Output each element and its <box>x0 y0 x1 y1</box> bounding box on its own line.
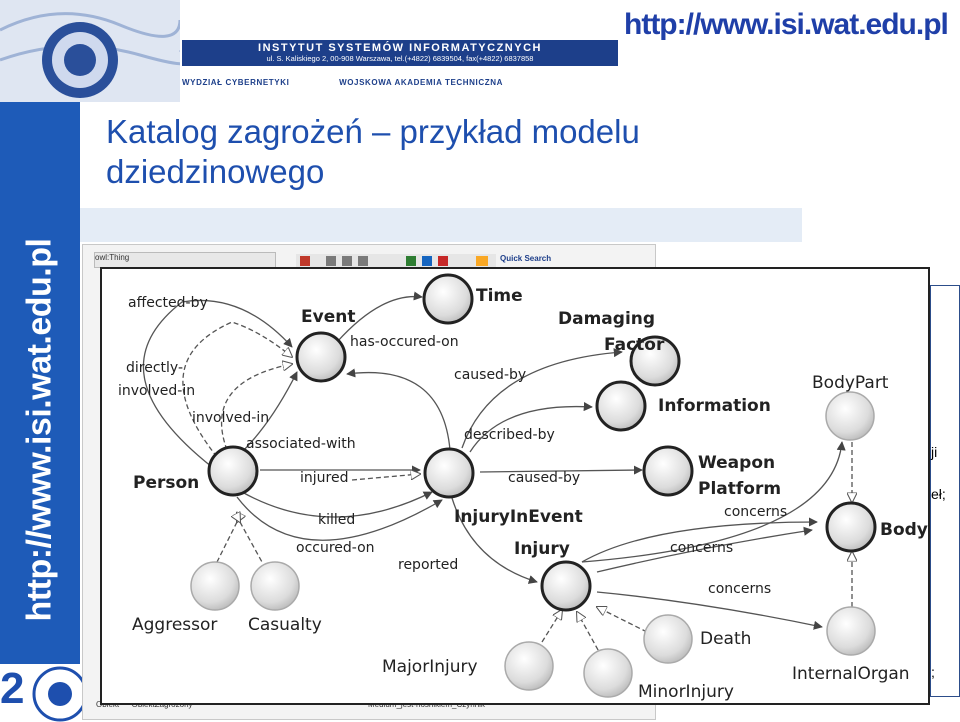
institute-banner: INSTYTUT SYSTEMÓW INFORMATYCZNYCH ul. S.… <box>182 40 618 66</box>
sidebar-url-text: http://www.isi.wat.edu.pl <box>20 238 59 622</box>
edge-occured-on <box>236 496 443 541</box>
diagram-canvas: Time Event Damaging Factor Information P… <box>118 273 928 702</box>
label-weapon: Weapon <box>698 453 775 473</box>
edge-associated-with <box>241 371 298 453</box>
title-line-2: dziedzinowego <box>106 153 325 190</box>
edge-concerns-bodypart <box>581 441 846 563</box>
node-information <box>595 380 647 432</box>
wat-logo-icon <box>0 0 180 102</box>
page-title: Katalog zagrożeń – przykład modelu dzied… <box>106 112 786 192</box>
node-aggressor <box>190 561 240 611</box>
academy-name: WOJSKOWA AKADEMIA TECHNICZNA <box>339 78 503 87</box>
faculty-name: WYDZIAŁ CYBERNETYKI <box>182 78 290 87</box>
edge-label-described-by: described-by <box>464 427 555 443</box>
edge-directly-involved <box>182 321 292 458</box>
edge-label-injured: injured <box>300 470 348 486</box>
title-line-1: Katalog zagrożeń – przykład modelu <box>106 113 640 150</box>
label-damaging: Damaging <box>558 309 655 329</box>
panel-fragment-1: ji <box>931 444 938 460</box>
domain-model-diagram: Time Event Damaging Factor Information P… <box>100 267 930 705</box>
edge-caused-by-2 <box>479 465 643 475</box>
label-event: Event <box>301 307 355 327</box>
edge-label-involved-in-2: involved-in <box>118 383 195 399</box>
edge-involved-in <box>220 364 292 451</box>
edge-injury-event <box>346 368 451 451</box>
owl-thing-node: owl:Thing <box>94 252 276 268</box>
edge-label-occured-on: occured-on <box>296 540 375 556</box>
edge-label-concerns-1: concerns <box>724 504 787 520</box>
edge-label-affected-by: affected-by <box>128 295 208 311</box>
title-underline-bar <box>80 208 802 242</box>
edge-label-concerns-2: concerns <box>670 540 733 556</box>
node-body <box>825 501 877 553</box>
label-casualty: Casualty <box>248 615 322 635</box>
edge-label-directly: directly- <box>126 360 183 376</box>
label-major-injury: MajorInjury <box>382 657 478 677</box>
edge-killed-curve <box>241 491 433 518</box>
header-url-link[interactable]: http://www.isi.wat.edu.pl <box>624 8 949 41</box>
node-damaging-factor <box>629 335 681 387</box>
edge-label-reported: reported <box>398 557 458 573</box>
label-body: Body <box>880 520 928 540</box>
edge-label-caused-by-1: caused-by <box>454 367 526 383</box>
label-information: Information <box>658 396 771 416</box>
label-minor-injury: MinorInjury <box>638 682 734 702</box>
label-aggressor: Aggressor <box>132 615 217 635</box>
node-body-part <box>825 391 875 441</box>
right-text-panel: ji eł; ; <box>930 285 960 697</box>
edge-label-killed: killed <box>318 512 355 528</box>
label-internal-organ: InternalOrgan <box>792 664 910 684</box>
node-injury-in-event <box>423 447 475 499</box>
edge-major <box>541 610 562 643</box>
faculty-line: WYDZIAŁ CYBERNETYKI WOJSKOWA AKADEMIA TE… <box>182 78 622 87</box>
edge-has-occured-on <box>336 291 423 343</box>
edge-casualty <box>240 522 263 563</box>
label-platform: Platform <box>698 479 781 499</box>
label-body-part: BodyPart <box>812 373 889 393</box>
slide-number: 2 <box>0 664 25 713</box>
header-band: INSTYTUT SYSTEMÓW INFORMATYCZNYCH ul. S.… <box>0 0 960 102</box>
node-injury <box>540 560 592 612</box>
node-casualty <box>250 561 300 611</box>
node-person <box>207 445 259 497</box>
label-injury: Injury <box>514 539 570 559</box>
node-major-injury <box>504 641 554 691</box>
node-event <box>295 331 347 383</box>
node-time <box>422 273 474 325</box>
toolbar-icon <box>296 254 496 268</box>
edge-concerns-3 <box>596 591 823 630</box>
label-time: Time <box>476 286 523 306</box>
label-factor: Factor <box>604 335 665 355</box>
edge-concerns-2 <box>596 526 813 573</box>
node-death <box>643 614 693 664</box>
panel-fragment-2: eł; <box>931 486 946 502</box>
edge-label-associated-with: associated-with <box>246 436 356 452</box>
edge-label-involved-in: involved-in <box>192 410 269 426</box>
left-sidebar <box>0 102 80 664</box>
label-person: Person <box>133 473 199 493</box>
edge-affected-by <box>142 299 293 468</box>
edge-described-by <box>469 402 593 453</box>
edge-death <box>597 607 648 633</box>
seal-logo-icon <box>32 666 88 722</box>
edge-label-concerns-3: concerns <box>708 581 771 597</box>
edge-reported <box>451 497 538 584</box>
edge-label-caused-by-2: caused-by <box>508 470 580 486</box>
edge-label-has-occured-on: has-occured-on <box>350 334 459 350</box>
edge-caused-by-1 <box>461 348 623 449</box>
institute-name: INSTYTUT SYSTEMÓW INFORMATYCZNYCH <box>258 42 542 54</box>
label-injury-in-event: InjuryInEvent <box>454 507 583 527</box>
edge-aggressor <box>216 522 237 563</box>
node-minor-injury <box>583 648 633 698</box>
edge-killed <box>351 474 420 481</box>
label-death: Death <box>700 629 751 649</box>
node-weapon-platform <box>642 445 694 497</box>
edge-concerns-1 <box>581 517 818 563</box>
node-internal-organ <box>826 606 876 656</box>
panel-fragment-3: ; <box>931 664 935 680</box>
edge-minor <box>577 612 603 658</box>
institute-address: ul. S. Kaliskiego 2, 00-908 Warszawa, te… <box>266 54 534 63</box>
quick-search-button[interactable]: Quick Search <box>500 254 552 263</box>
